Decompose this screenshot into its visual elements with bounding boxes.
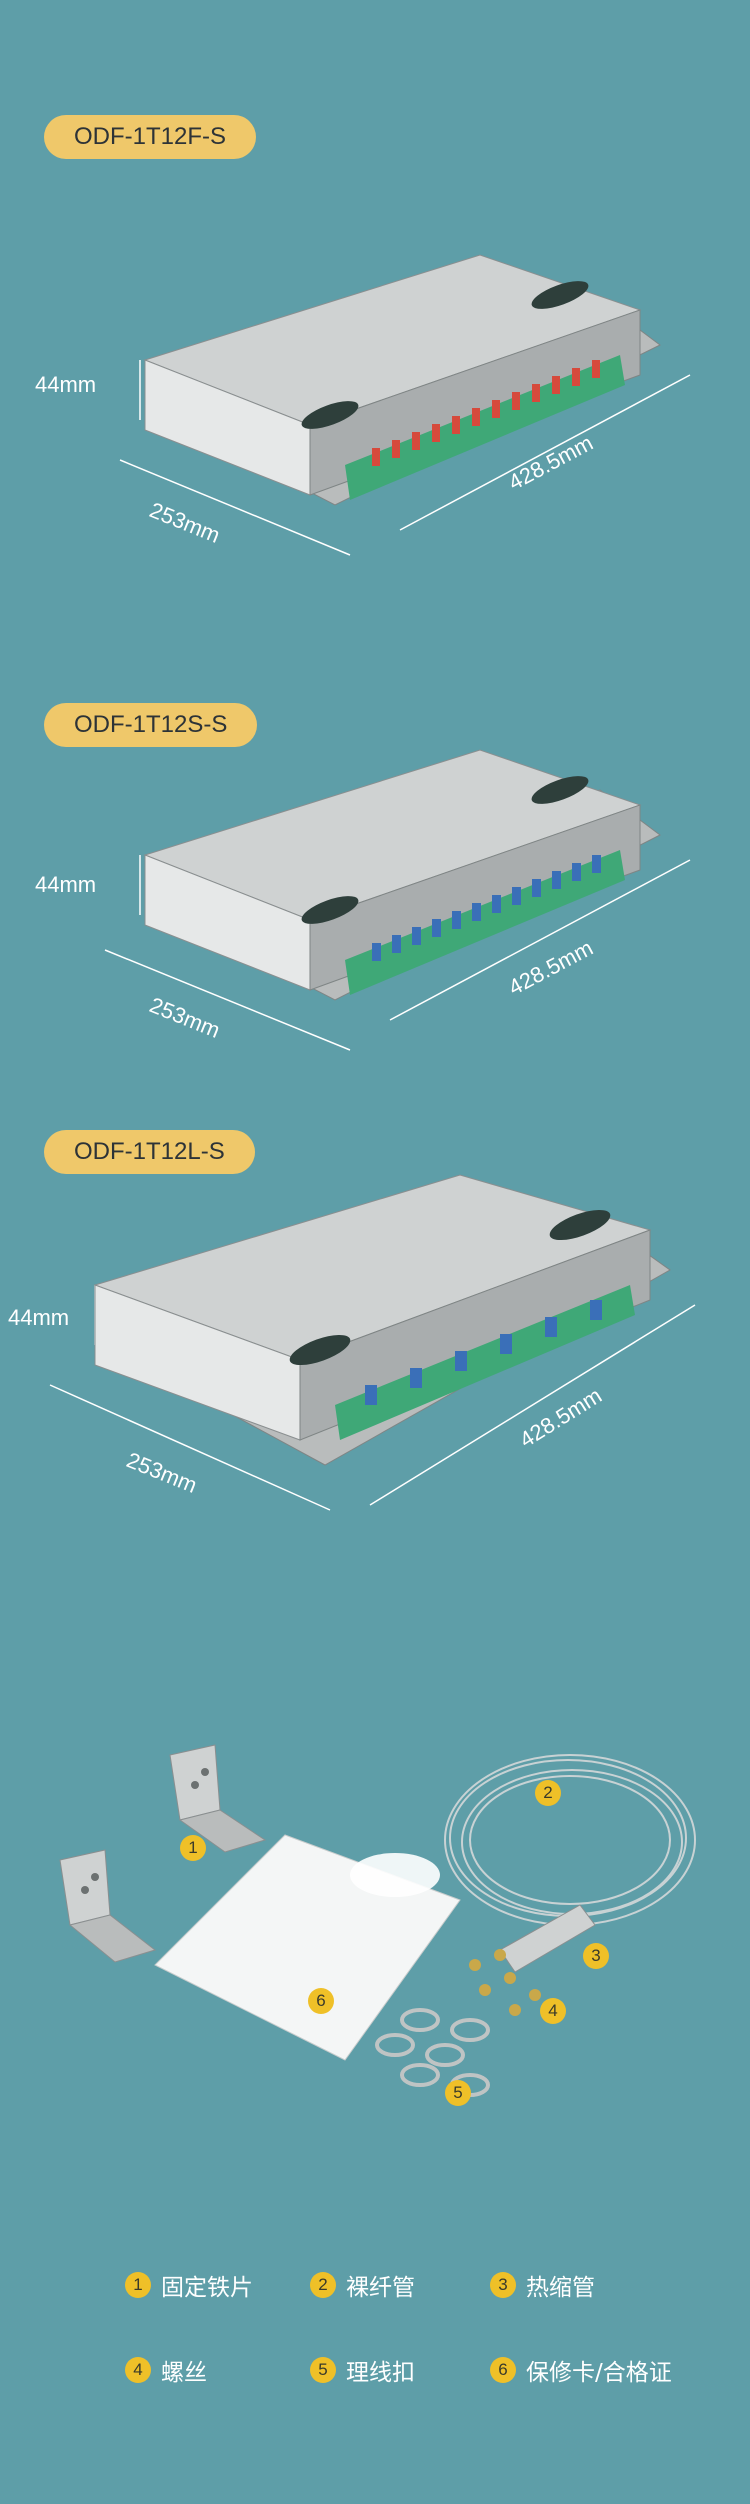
legend-number: 6 [490,2357,516,2383]
legend-item: 4 螺丝 [125,2355,207,2386]
port-row [365,1300,602,1405]
height-label: 44mm [8,1305,70,1330]
product-section-2: ODF-1T12S-S 44mm 253mm 428.5mm [0,620,750,1120]
model-tag: ODF-1T12L-S [44,1130,255,1174]
legend-number: 4 [125,2357,151,2383]
odf-panel-illustration [104,749,691,1051]
badge-bracket: 1 [180,1835,206,1861]
legend-label: 螺丝 [161,2360,207,2386]
port-row [372,855,601,961]
legend-item: 2 裸纤管 [310,2270,415,2301]
legend-number: 3 [490,2272,516,2298]
legend-label: 固定铁片 [161,2275,253,2301]
legend-label: 热缩管 [526,2275,595,2301]
legend-item: 6 保修卡/合格证 [490,2355,672,2386]
legend-number: 5 [310,2357,336,2383]
legend-label: 保修卡/合格证 [526,2360,672,2386]
fiber-tube-icon [444,1754,696,1926]
height-label: 44mm [35,372,97,397]
product-section-1: ODF-1T12F-S [0,0,750,620]
legend-item: 5 理线扣 [310,2355,415,2386]
legend-label: 裸纤管 [346,2275,415,2301]
badge-screw: 4 [540,1998,566,2024]
legend-item: 1 固定铁片 [125,2270,253,2301]
cable-clip-icon [375,2008,490,2097]
model-tag: ODF-1T12S-S [44,703,258,747]
badge-card: 6 [308,1988,334,2014]
bracket-icon [59,1849,157,1963]
product-section-3: ODF-1T12L-S 44mm 253mm 428.5mm [0,1120,750,1640]
legend-number: 2 [310,2272,336,2298]
warranty-card-icon [154,1834,461,2061]
badge-fiber-tube: 2 [535,1780,561,1806]
bracket-icon [169,1744,267,1853]
badge-cable-clip: 5 [445,2080,471,2106]
legend-item: 3 热缩管 [490,2270,595,2301]
odf-panel-illustration [49,1174,696,1511]
badge-heat-shrink: 3 [583,1943,609,1969]
port-row [372,360,600,466]
screw-icon [469,1949,541,2016]
legend-label: 理线扣 [346,2360,415,2386]
legend-number: 1 [125,2272,151,2298]
height-label: 44mm [35,872,97,897]
model-tag: ODF-1T12F-S [44,115,257,159]
odf-panel-illustration [119,254,691,556]
accessories-section: 1 2 3 4 5 6 1 固定铁片 2 裸纤管 3 热缩管 4 螺丝 5 理线… [0,1700,750,2504]
heat-shrink-tube-icon [499,1904,596,1973]
accessories-illustration [59,1744,696,2097]
